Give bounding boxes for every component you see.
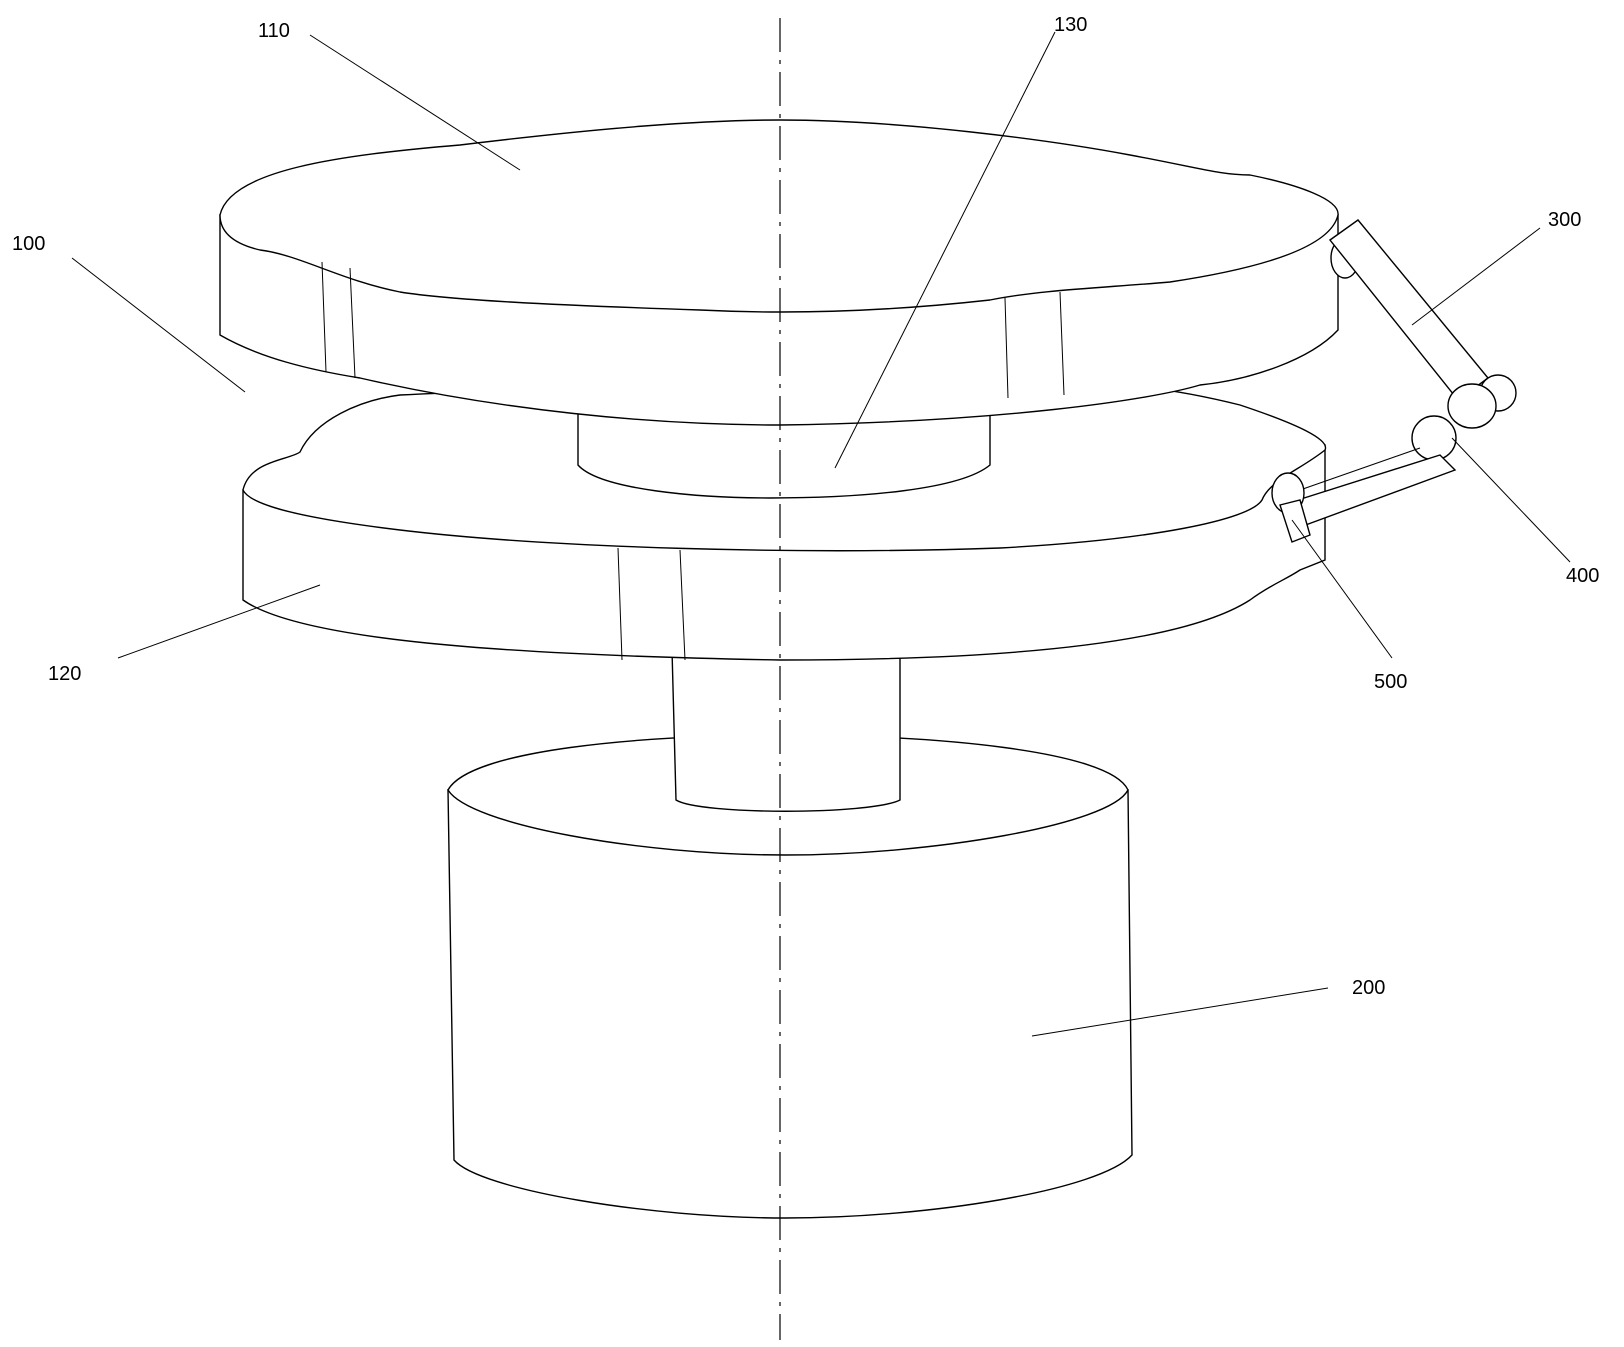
upper-plate-110 (219, 119, 1339, 426)
label-500: 500 (1374, 671, 1407, 693)
label-300: 300 (1548, 209, 1581, 231)
linkage-300-400-500 (1271, 219, 1517, 543)
label-120: 120 (48, 663, 81, 685)
lower-plate-120 (242, 379, 1327, 661)
shaft (671, 649, 901, 812)
label-130: 130 (1054, 14, 1087, 36)
label-110: 110 (258, 20, 290, 42)
hub-130 (577, 404, 991, 499)
label-400: 400 (1566, 565, 1599, 587)
label-100: 100 (12, 233, 45, 255)
base-cylinder-200 (447, 734, 1133, 1219)
leader-lines (71, 31, 1571, 1037)
label-200: 200 (1352, 977, 1385, 999)
